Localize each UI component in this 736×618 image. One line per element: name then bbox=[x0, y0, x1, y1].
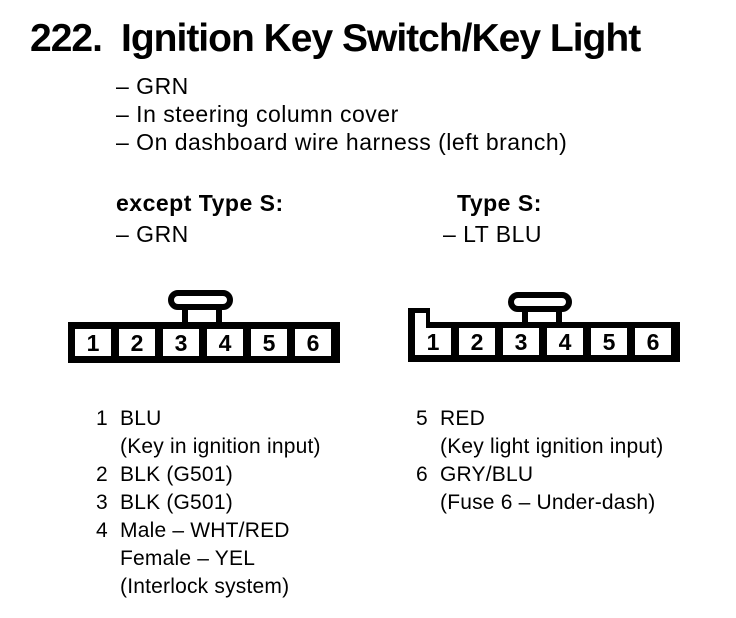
pin-entry-number: 3 bbox=[96, 491, 108, 514]
connector-tab-icon bbox=[508, 292, 572, 326]
pin-entry-text: BLK (G501) bbox=[120, 491, 233, 514]
note-line: – GRN bbox=[116, 73, 189, 99]
pin-entry: 4 Male – WHT/RED bbox=[96, 517, 321, 545]
pin-entry-number: 4 bbox=[96, 519, 108, 542]
pin-entry: 1 BLU bbox=[96, 405, 321, 433]
variant-label: Type S: bbox=[457, 190, 542, 216]
connector-diagram-type-s: 1 2 3 4 5 6 bbox=[408, 292, 680, 362]
pin-entry: 3 BLK (G501) bbox=[96, 489, 321, 517]
pin-entry-text: (Interlock system) bbox=[120, 575, 290, 598]
connector-pin-cell bbox=[251, 329, 287, 356]
pin-entry-number bbox=[416, 433, 440, 461]
page-title: Ignition Key Switch/Key Light bbox=[121, 17, 641, 60]
connector-body bbox=[68, 322, 340, 363]
connector-pin-cell bbox=[459, 328, 495, 355]
tab-cap bbox=[168, 290, 233, 310]
connector-key-notch bbox=[415, 313, 426, 330]
pin-entry-number bbox=[96, 433, 120, 461]
pin-entry-text: RED bbox=[440, 407, 485, 430]
connector-pin-cell bbox=[207, 329, 243, 356]
note-line: – In steering column cover bbox=[116, 101, 399, 127]
connector-pin-cell bbox=[547, 328, 583, 355]
variant-note: – LT BLU bbox=[443, 221, 543, 247]
connector-pin-cell bbox=[503, 328, 539, 355]
tab-cap bbox=[508, 292, 572, 312]
connector-pin-number: 5 bbox=[603, 329, 616, 355]
variant-except-type-s: except Type S: – GRN bbox=[116, 189, 284, 248]
pin-entry: 5 RED bbox=[416, 405, 664, 433]
connector-pin-cell bbox=[415, 328, 451, 355]
connector-pin-number: 1 bbox=[427, 329, 440, 355]
connector-pin-number: 3 bbox=[515, 329, 528, 355]
variant-note: – GRN bbox=[116, 221, 189, 247]
pin-entry: (Key in ignition input) bbox=[96, 433, 321, 461]
connector-pin-cell bbox=[163, 329, 199, 356]
pin-entry-text: Female – YEL bbox=[120, 547, 256, 570]
pin-list-right: 5 RED (Key light ignition input) 6 GRY/B… bbox=[416, 405, 664, 517]
pin-entry: Female – YEL bbox=[96, 545, 321, 573]
connector-pin-cell bbox=[295, 329, 331, 356]
note-line: – On dashboard wire harness (left branch… bbox=[116, 129, 568, 155]
pin-entry: (Fuse 6 – Under-dash) bbox=[416, 489, 664, 517]
pin-entry-text: (Key light ignition input) bbox=[440, 435, 664, 458]
pin-entry-number bbox=[96, 573, 120, 601]
connector-pin-cell bbox=[119, 329, 155, 356]
pin-entry: 2 BLK (G501) bbox=[96, 461, 321, 489]
connector-notes: – GRN – In steering column cover – On da… bbox=[116, 72, 567, 156]
connector-pin-number: 6 bbox=[647, 329, 660, 355]
section-number: 222. bbox=[30, 17, 103, 60]
pin-entry-text: Male – WHT/RED bbox=[120, 519, 290, 542]
pin-entry-text: BLU bbox=[120, 407, 162, 430]
pin-entry-text: (Fuse 6 – Under-dash) bbox=[440, 491, 656, 514]
pin-entry-number: 5 bbox=[416, 407, 428, 430]
connector-pin-number: 1 bbox=[87, 330, 100, 356]
pin-entry-number bbox=[416, 489, 440, 517]
pin-entry: (Key light ignition input) bbox=[416, 433, 664, 461]
connector-pin-cell bbox=[635, 328, 671, 355]
pin-entry-number: 6 bbox=[416, 463, 428, 486]
pin-entry: 6 GRY/BLU bbox=[416, 461, 664, 489]
connector-pin-number: 6 bbox=[307, 330, 320, 356]
connector-pin-cell bbox=[75, 329, 111, 356]
variant-type-s: Type S: – LT BLU bbox=[443, 189, 542, 248]
pin-list-left: 1 BLU (Key in ignition input) 2 BLK (G50… bbox=[96, 405, 321, 601]
connector-pin-number: 3 bbox=[175, 330, 188, 356]
connector-pin-number: 4 bbox=[559, 329, 572, 355]
connector-tab-icon bbox=[168, 290, 233, 326]
pin-entry-text: (Key in ignition input) bbox=[120, 435, 321, 458]
connector-pin-number: 2 bbox=[471, 329, 484, 355]
pin-entry-text: BLK (G501) bbox=[120, 463, 233, 486]
connector-pin-number: 2 bbox=[131, 330, 144, 356]
connector-pin-number: 4 bbox=[219, 330, 232, 356]
pin-entry: (Interlock system) bbox=[96, 573, 321, 601]
connector-pin-cell bbox=[591, 328, 627, 355]
variant-label: except Type S: bbox=[116, 190, 284, 216]
pin-entry-number: 2 bbox=[96, 463, 108, 486]
page-heading: 222. Ignition Key Switch/Key Light bbox=[30, 17, 641, 60]
connector-diagram-except-type-s: 1 2 3 4 5 6 bbox=[68, 290, 340, 363]
pin-entry-number bbox=[96, 545, 120, 573]
pin-entry-number: 1 bbox=[96, 407, 108, 430]
pin-entry-text: GRY/BLU bbox=[440, 463, 534, 486]
connector-pin-number: 5 bbox=[263, 330, 276, 356]
